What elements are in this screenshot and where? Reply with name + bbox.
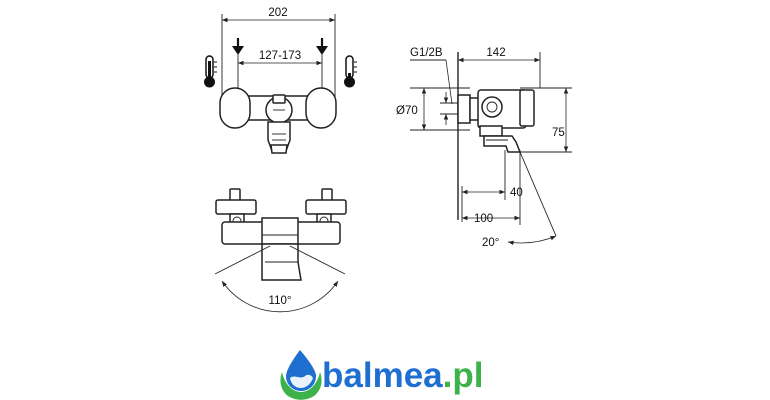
thermometer-hot-icon — [204, 55, 217, 88]
dim-handle-angle: 110° — [269, 295, 292, 307]
dim-spout-offset: 40 — [510, 187, 523, 199]
svg-text:balmea.pl: balmea.pl — [322, 356, 483, 395]
thermometer-cold-icon — [344, 55, 357, 88]
dim-spout-reach: 100 — [474, 213, 493, 225]
dim-center-range: 127-173 — [259, 50, 301, 62]
logo-text-tld: .pl — [443, 356, 484, 395]
dim-width-total: 202 — [268, 7, 287, 19]
logo: balmea.pl — [280, 350, 483, 400]
dim-spout-angle: 20° — [482, 237, 499, 249]
water-drop-logo-icon — [280, 350, 322, 400]
dim-diameter: Ø70 — [396, 105, 418, 117]
inlet-arrow-right-icon — [316, 38, 328, 55]
logo-text-main: balmea — [322, 356, 443, 395]
top-view: 110° — [214, 188, 347, 313]
dim-height: 75 — [552, 127, 565, 139]
front-view: 202 127-173 — [204, 7, 357, 154]
dim-depth-total: 142 — [486, 47, 505, 59]
inlet-arrow-left-icon — [232, 38, 244, 55]
dim-thread: G1/2B — [410, 47, 443, 59]
side-view: 142 G1/2B Ø70 75 40 100 20° — [396, 47, 572, 249]
